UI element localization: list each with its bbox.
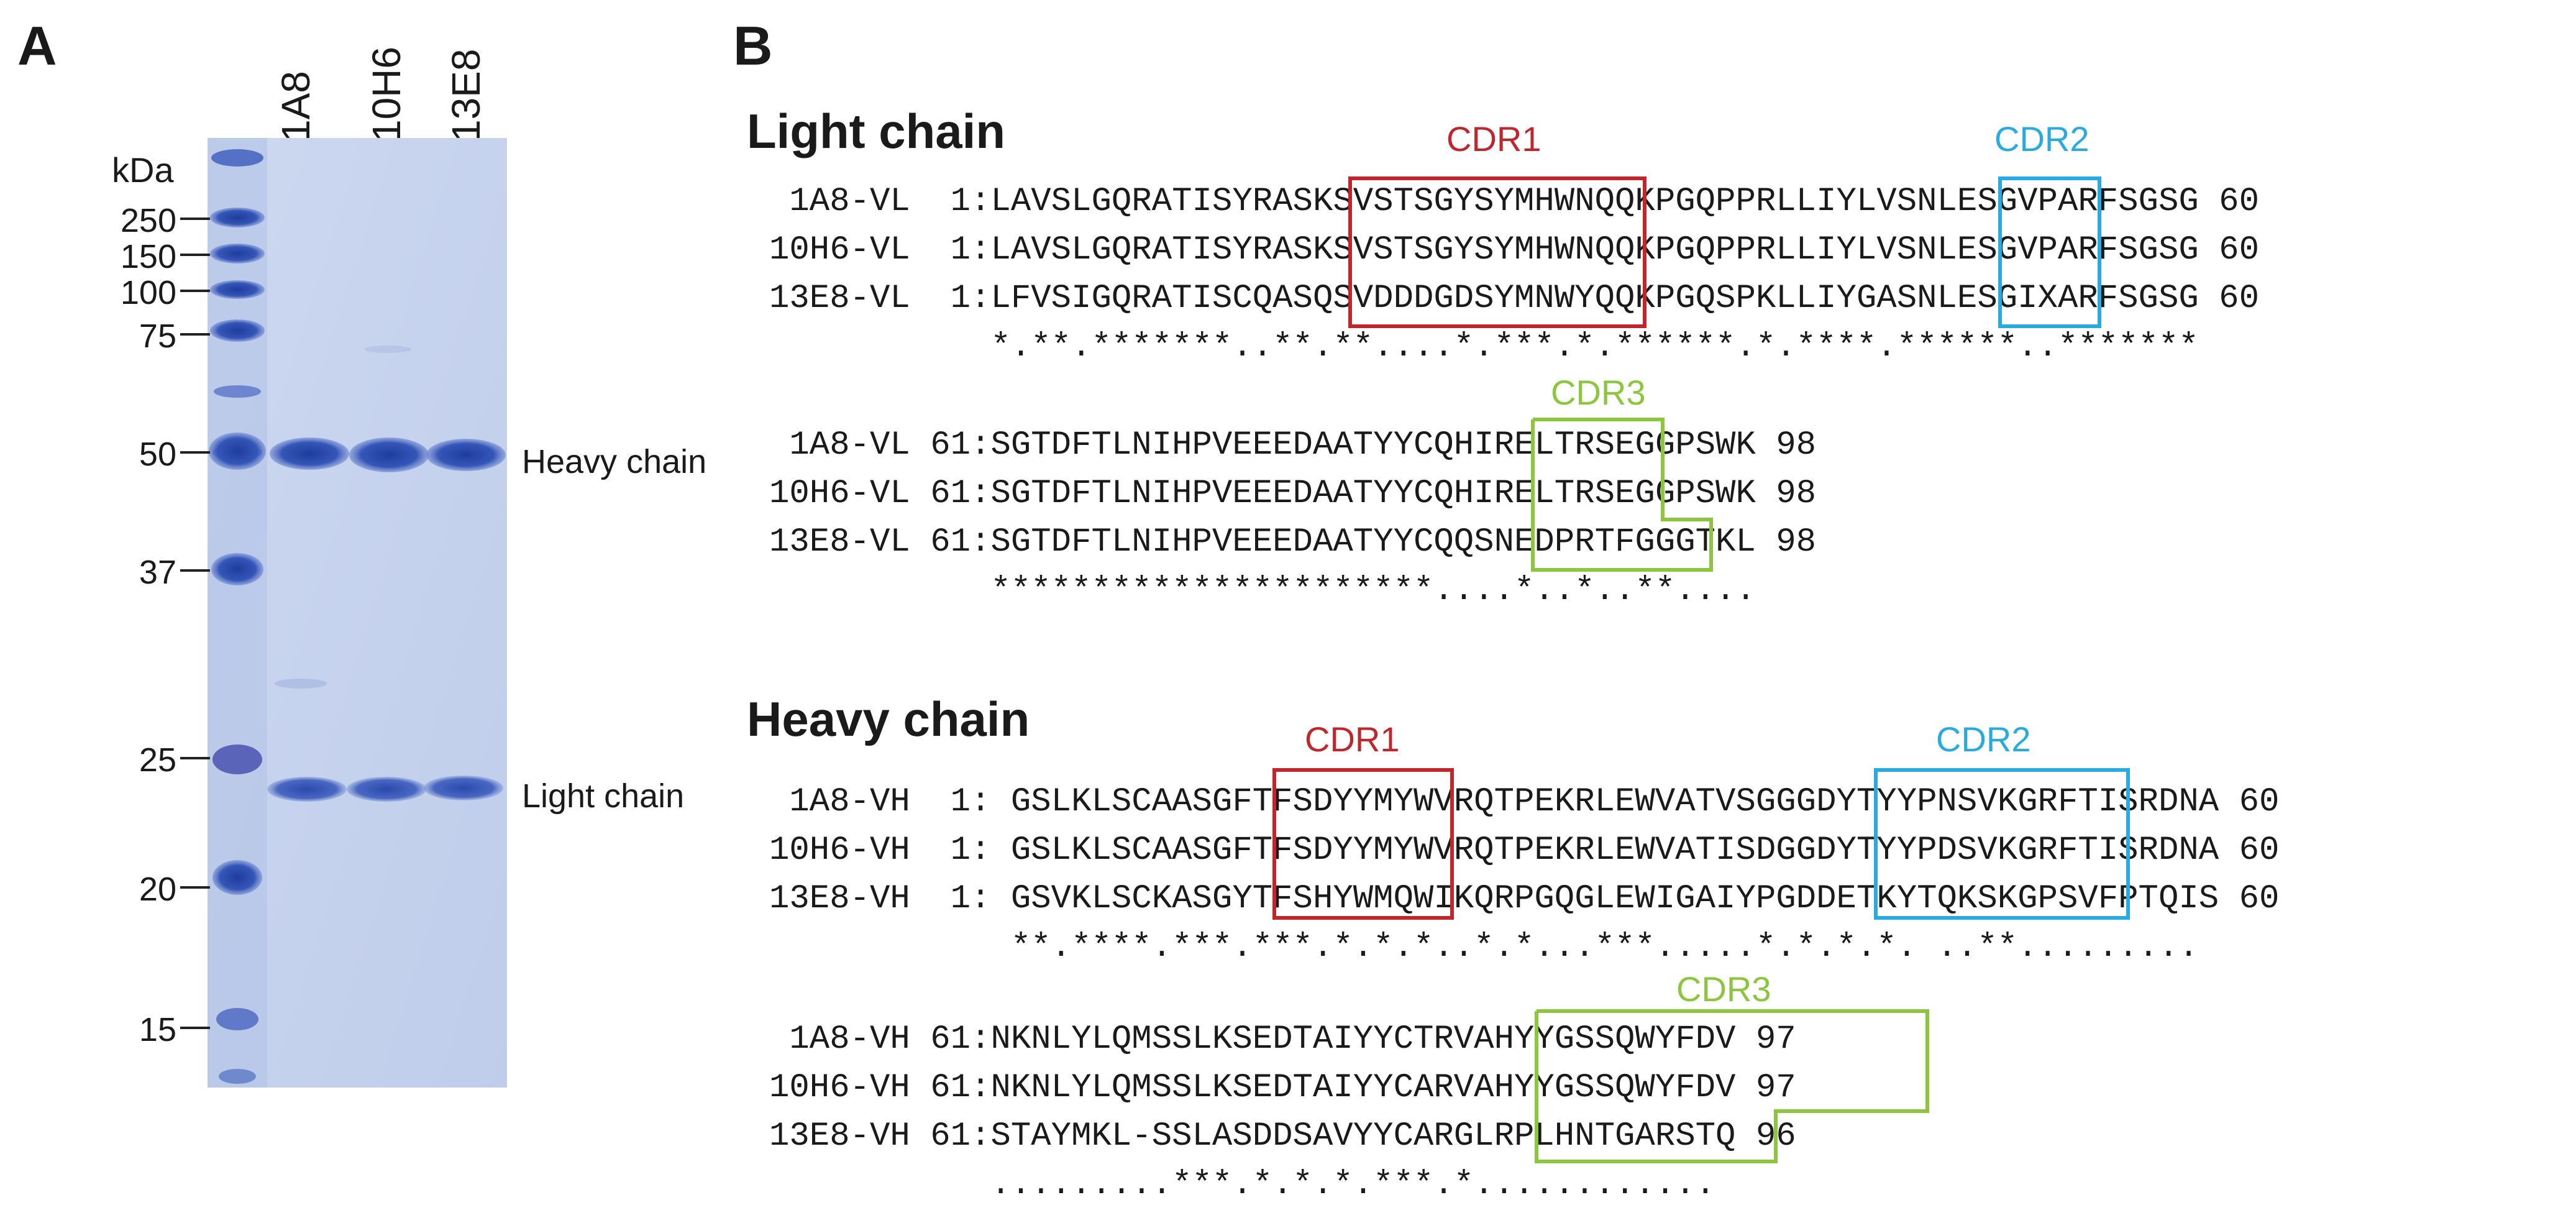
mw-tick-75 — [180, 333, 210, 336]
panel-label-b: B — [733, 15, 773, 76]
mw-tick-25 — [180, 757, 210, 759]
ladder-band-minor-1 — [214, 385, 261, 398]
ladder-band-100 — [210, 280, 265, 299]
heavy-band-1a8 — [270, 437, 349, 470]
mw-label-20: 20 — [139, 871, 176, 908]
hc-cdr3-box — [1535, 1009, 1929, 1163]
heavy-band-10h6 — [349, 437, 429, 472]
mw-label-250: 250 — [120, 202, 176, 239]
mw-label-75: 75 — [139, 318, 176, 355]
mw-tick-250 — [180, 218, 210, 220]
hc-seq-1a8-block1: 1A8-VH 1: GSLKLSCAASGFTFSDYYMYWVRQTPEKRL… — [769, 783, 2280, 821]
lane-label-10h6: 10H6 — [364, 47, 409, 142]
gel-figure: kDa 1A8 10H6 13E8 — [0, 0, 727, 1223]
light-band-13e8 — [424, 776, 503, 800]
mw-label-37: 37 — [139, 554, 176, 591]
ladder-band-25 — [212, 744, 262, 774]
mw-tick-15 — [180, 1027, 210, 1029]
hc-seq-1a8-block2: 1A8-VH 61:NKNLYLQMSSLKSEDTAIYYCTRVAHYYGS… — [769, 1020, 1796, 1058]
hc-cdr3-label: CDR3 — [1676, 969, 1771, 1009]
mw-tick-20 — [180, 886, 210, 889]
hc-seq-13e8-block1: 13E8-VH 1: GSVKLSCKASGYTFSHYWMQWIKQRPGQG… — [769, 880, 2280, 918]
ladder-band-250 — [210, 208, 265, 227]
faint-band-2 — [364, 346, 411, 353]
mw-tick-50 — [180, 451, 210, 454]
panel-label-a: A — [17, 15, 57, 76]
hc-seq-13e8-block2: 13E8-VH 61:STAYMKL-SSLASDDSAVYYCARGLRPLH… — [769, 1117, 1796, 1155]
mw-label-150: 150 — [120, 238, 176, 275]
ladder-band-20 — [212, 860, 262, 895]
hc-seq-10h6-block2: 10H6-VH 61:NKNLYLQMSSLKSEDTAIYYCARVAHYYG… — [769, 1069, 1796, 1107]
gel-image — [208, 138, 507, 1088]
ladder-band-50 — [209, 433, 266, 470]
hc-cdr2-label: CDR2 — [1936, 720, 2031, 759]
mw-label-100: 100 — [120, 274, 176, 311]
alignment-figure: Light chain CDR1 CDR2 1A8-VL 1:LAVSLGQRA… — [727, 0, 2576, 1223]
ladder-band-75 — [210, 319, 265, 342]
lane-label-13e8: 13E8 — [444, 48, 488, 142]
hc-cdr1-box — [1272, 768, 1454, 920]
light-band-10h6 — [347, 777, 426, 802]
lc-cdr3-label: CDR3 — [1551, 373, 1646, 412]
lc-seq-1a8-block2: 1A8-VL 61:SGTDFTLNIHPVEEEDAATYYCQHIRELTR… — [769, 426, 1817, 464]
mw-tick-150 — [180, 254, 210, 256]
hc-conservation-block1: **.****.***.***.*.*.*..*.*...***.....*.*… — [769, 928, 2199, 966]
lc-cdr2-label: CDR2 — [1994, 119, 2090, 158]
lc-seq-10h6-block2: 10H6-VL 61:SGTDFTLNIHPVEEEDAATYYCQHIRELT… — [769, 475, 1817, 513]
ladder-band-15 — [216, 1008, 258, 1030]
lc-seq-1a8-block1: 1A8-VL 1:LAVSLGQRATISYRASKSVSTSGYSYMHWNQ… — [769, 183, 2259, 221]
mw-tick-100 — [180, 290, 210, 292]
hc-seq-10h6-block1: 10H6-VH 1: GSLKLSCAASGFTFSDYYMYWVRQTPEKR… — [769, 831, 2280, 869]
lc-conservation-block1: *.**.*******..**.**....*.***.*.******.*.… — [769, 328, 2199, 366]
mw-label-25: 25 — [139, 741, 176, 779]
lc-cdr2-box — [1998, 176, 2101, 328]
lc-conservation-block2: **********************....*..*..**.... — [769, 572, 1756, 610]
hc-cdr2-box — [1874, 768, 2130, 920]
ladder-band-bottom — [219, 1069, 256, 1084]
faint-band — [275, 679, 327, 689]
heavy-chain-band-label: Heavy chain — [522, 443, 707, 480]
ladder-band-150 — [210, 244, 265, 263]
mw-tick-37 — [180, 569, 210, 572]
light-chain-title: Light chain — [747, 104, 1005, 158]
hc-conservation-block2: .........***.*.*.*.***.*............ — [769, 1166, 1716, 1204]
lc-cdr1-box — [1348, 176, 1647, 328]
lc-seq-13e8-block1: 13E8-VL 1:LFVSIGQRATISCQASQSVDDDGDSYMNWY… — [769, 280, 2259, 318]
kda-label: kDa — [112, 150, 174, 190]
light-chain-band-label: Light chain — [522, 777, 685, 815]
heavy-chain-title: Heavy chain — [747, 692, 1030, 746]
lc-cdr3-box — [1531, 418, 1713, 572]
lc-cdr1-label: CDR1 — [1446, 119, 1541, 158]
lc-seq-13e8-block2: 13E8-VL 61:SGTDFTLNIHPVEEEDAATYYCQQSNEDP… — [769, 523, 1817, 561]
lc-seq-10h6-block1: 10H6-VL 1:LAVSLGQRATISYRASKSVSTSGYSYMHWN… — [769, 231, 2259, 269]
heavy-band-13e8 — [426, 439, 506, 471]
ladder-band-37 — [211, 553, 263, 585]
light-band-1a8 — [267, 777, 347, 802]
ladder-band-top — [211, 149, 263, 167]
mw-label-50: 50 — [139, 436, 176, 473]
mw-label-15: 15 — [139, 1011, 176, 1048]
lane-label-1a8: 1A8 — [273, 71, 318, 142]
hc-cdr1-label: CDR1 — [1305, 720, 1400, 759]
